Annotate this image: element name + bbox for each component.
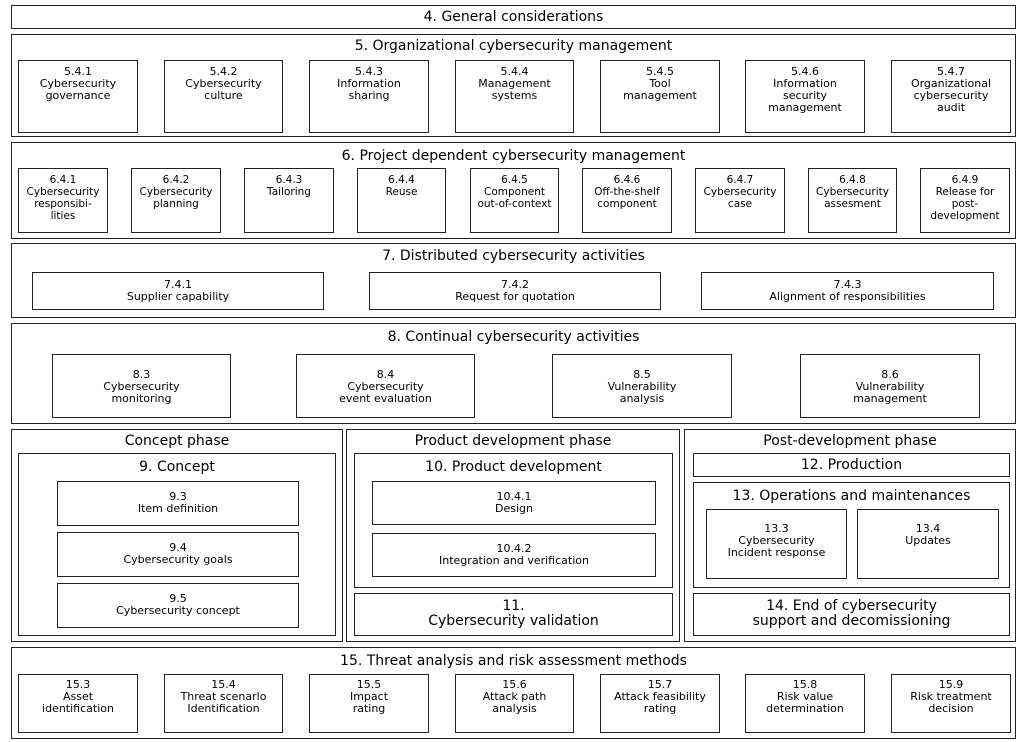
end-of-cybersecurity-support: 14. End of cybersecurity support and dec… — [693, 593, 1010, 636]
general-considerations-title: 4. General considerations — [423, 9, 604, 25]
distributed-activities-title: 7. Distributed cybersecurity activities — [382, 248, 645, 264]
post-development-phase: Post-development phase 12. Production 13… — [684, 429, 1016, 642]
organizational-management: 5. Organizational cybersecurity manageme… — [11, 34, 1016, 137]
operations-and-maintenances-title: 13. Operations and maintenances — [732, 488, 971, 504]
concept-phase-title: Concept phase — [124, 433, 230, 449]
organizational-management-title: 5. Organizational cybersecurity manageme… — [354, 38, 673, 54]
end-of-cybersecurity-support-title: 14. End of cybersecurity support and dec… — [752, 598, 951, 629]
product-development-title: 10. Product development — [425, 459, 602, 475]
threat-analysis-risk-assessment: 15. Threat analysis and risk assessment … — [11, 647, 1016, 739]
production: 12. Production — [693, 453, 1010, 477]
continual-activities: 8. Continual cybersecurity activities 8.… — [11, 323, 1016, 424]
post-development-phase-title: Post-development phase — [763, 433, 937, 449]
project-dependent-management: 6. Project dependent cybersecurity manag… — [11, 142, 1016, 239]
production-title: 12. Production — [800, 457, 903, 473]
threat-analysis-risk-assessment-title: 15. Threat analysis and risk assessment … — [340, 653, 687, 669]
concept-title: 9. Concept — [139, 459, 215, 475]
general-considerations: 4. General considerations — [11, 5, 1016, 29]
distributed-activities: 7. Distributed cybersecurity activities … — [11, 243, 1016, 318]
project-dependent-management-title: 6. Project dependent cybersecurity manag… — [341, 148, 686, 164]
cybersecurity-validation: 11. Cybersecurity validation — [354, 593, 673, 636]
continual-activities-title: 8. Continual cybersecurity activities — [387, 329, 640, 345]
cybersecurity-validation-title: 11. Cybersecurity validation — [428, 598, 599, 629]
product-development-phase: Product development phase 10. Product de… — [346, 429, 680, 642]
product-development-phase-title: Product development phase — [414, 433, 612, 449]
